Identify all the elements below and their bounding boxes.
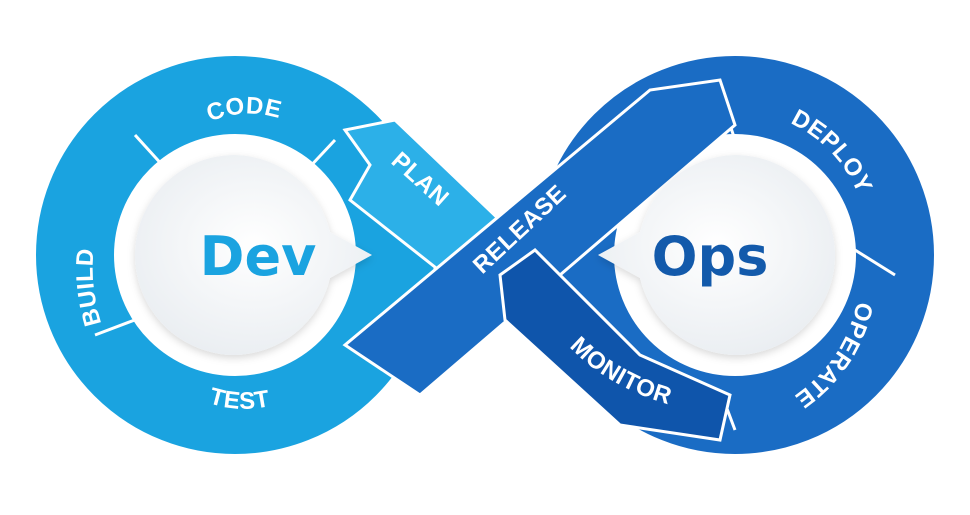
release-segment — [342, 78, 737, 397]
dev-ring-dividers — [94, 133, 337, 337]
svg-text:TEST: TEST — [207, 383, 272, 415]
dev-center-label: Dev — [200, 225, 317, 288]
ops-inner-disc — [598, 155, 835, 355]
dev-ring — [36, 56, 434, 454]
dev-inner-disc — [135, 155, 372, 355]
ops-center-label: Ops — [652, 225, 769, 288]
ops-loop — [342, 56, 934, 454]
dev-loop — [36, 56, 508, 454]
monitor-segment — [498, 248, 732, 442]
stage-label-test: TEST — [207, 383, 272, 415]
